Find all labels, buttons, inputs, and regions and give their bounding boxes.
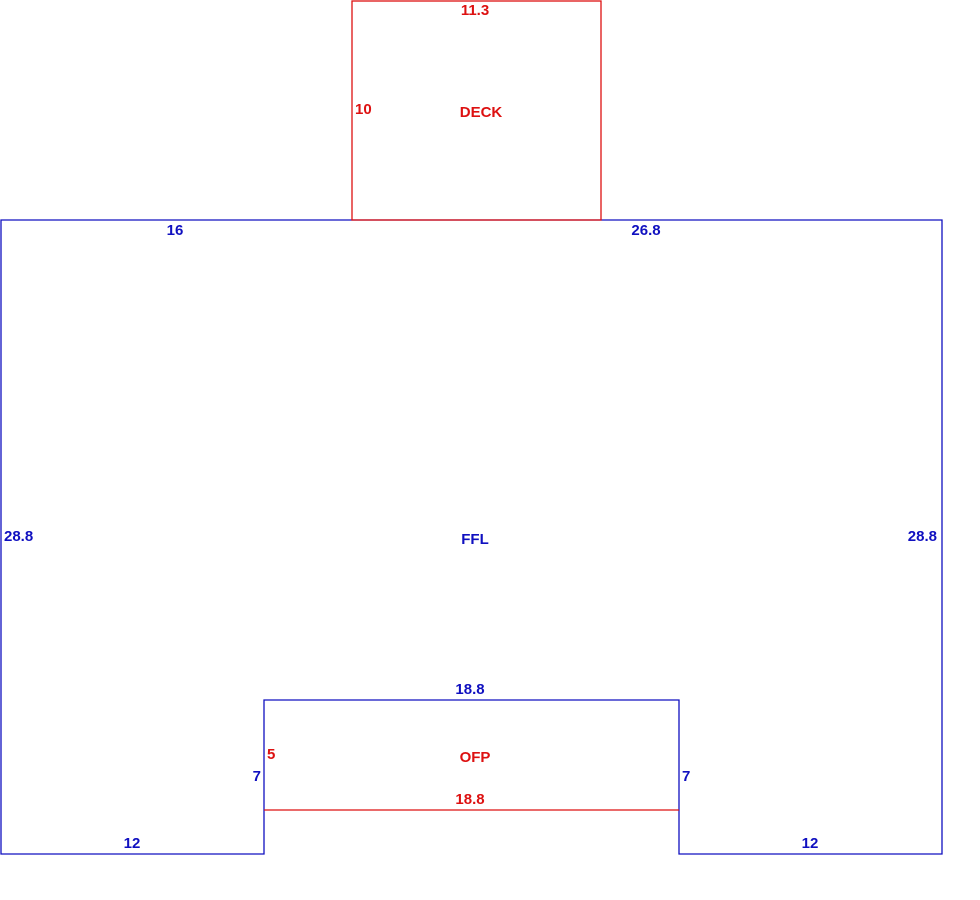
ffl-bottom-right-dimension: 12	[802, 835, 819, 852]
ffl-right-dimension: 28.8	[908, 528, 937, 545]
ofp-label: OFP	[460, 749, 491, 766]
deck-label: DECK	[460, 104, 503, 121]
ofp-bottom-dimension: 18.8	[455, 791, 484, 808]
ffl-top-right-dimension: 26.8	[631, 222, 660, 239]
deck-left-dimension: 10	[355, 101, 372, 118]
deck-top-dimension: 11.3	[461, 2, 489, 19]
ffl-left-dimension: 28.8	[4, 528, 33, 545]
ffl-notch-right-dimension: 7	[682, 768, 690, 785]
ofp-side-dimension: 5	[267, 746, 275, 763]
ffl-outline	[0, 219, 943, 855]
ffl-notch-left-dimension: 7	[253, 768, 261, 785]
ffl-top-left-dimension: 16	[167, 222, 184, 239]
ffl-bottom-left-dimension: 12	[124, 835, 141, 852]
deck-outline	[351, 0, 602, 221]
ffl-label: FFL	[461, 531, 489, 548]
ffl-notch-top-dimension: 18.8	[455, 681, 484, 698]
